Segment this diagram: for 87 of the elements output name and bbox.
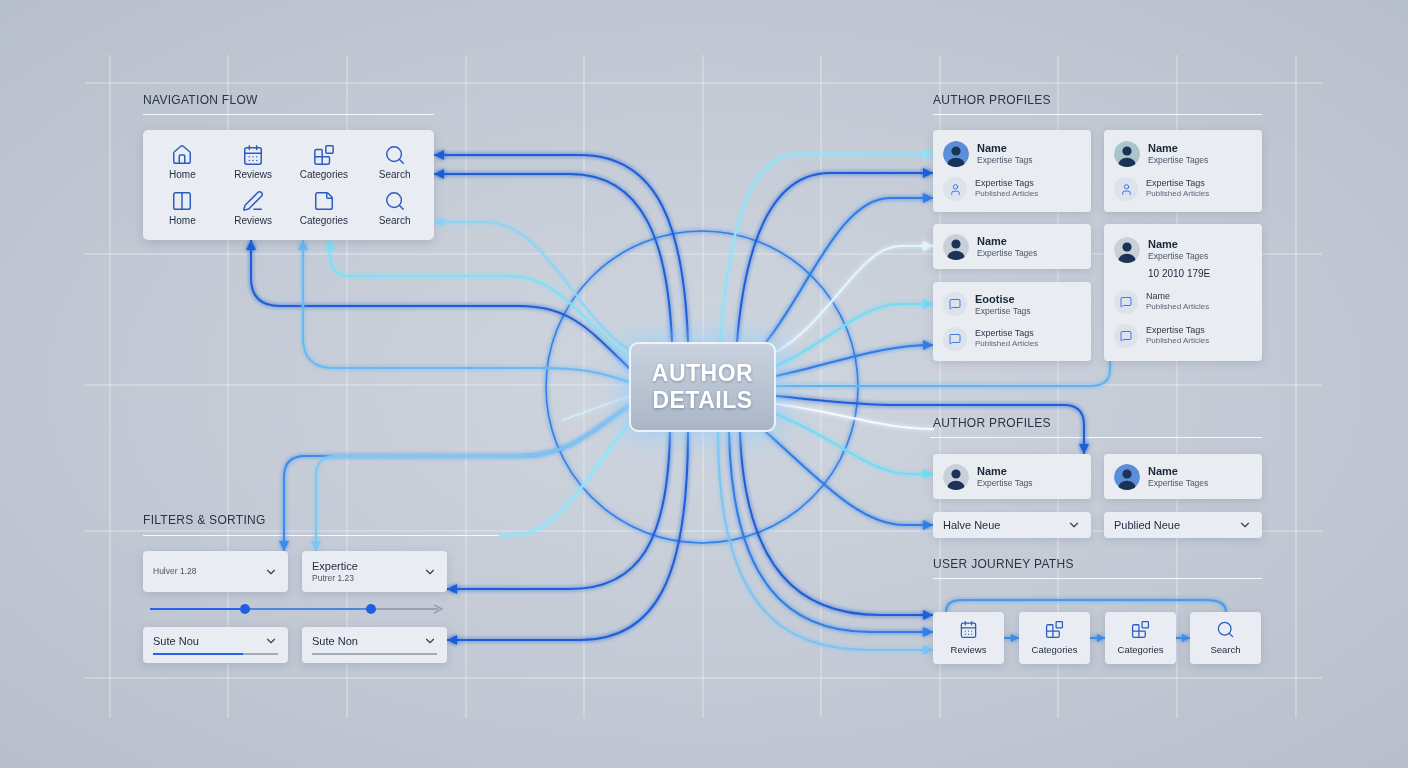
card-text: 10 2010 179E — [1148, 268, 1211, 280]
card-text: Expertise Tages — [977, 247, 1038, 259]
card-text: Published Articles — [975, 339, 1039, 349]
card-text: Expertise Tages — [1148, 251, 1210, 262]
card-text: Expertise Tags — [977, 155, 1033, 166]
profile-card — [1104, 454, 1262, 499]
nav-label: Categories — [299, 168, 349, 181]
card-text: Published Articles — [1146, 336, 1210, 346]
nav-label: Reviews — [234, 168, 272, 181]
card-title: Expertise Tags — [975, 178, 1035, 189]
profile-card — [933, 454, 1091, 499]
dropdown-select: Publied Neue — [1104, 512, 1262, 538]
profile-card — [1104, 130, 1262, 212]
step-label: Categories — [1031, 644, 1078, 656]
dropdown-select: Sute Non — [302, 627, 447, 663]
arrow — [1175, 634, 1191, 642]
card-title: Expertise Tags — [975, 328, 1035, 339]
hub-box — [629, 342, 776, 432]
nav-label: Search — [378, 168, 411, 181]
arrow — [446, 431, 689, 645]
card-title: Name — [1146, 291, 1171, 302]
card-title: Name — [977, 142, 1008, 155]
arrow — [775, 395, 1089, 455]
arrow — [1089, 634, 1106, 642]
nav-label: Home — [169, 168, 196, 181]
card-title: Name — [1148, 142, 1179, 155]
dropdown-select: Hulver 1.28 — [143, 551, 288, 592]
hub-title: AUTHOR DETAILS — [650, 360, 755, 414]
card-text: Expertise Tages — [1148, 155, 1209, 166]
arrow — [736, 168, 934, 343]
card-title: Eootise — [975, 293, 1016, 306]
journey-step — [1190, 612, 1261, 664]
arrow — [298, 239, 630, 383]
nav-panel — [143, 130, 434, 240]
arrow — [719, 149, 934, 343]
arrow — [775, 299, 934, 367]
card-title: Expertise Tags — [1146, 178, 1206, 189]
card-text: Published Articles — [975, 189, 1039, 199]
dropdown-select: Sute Nou — [143, 627, 288, 663]
arrow — [246, 239, 630, 369]
card-text: Published Articles — [1146, 302, 1210, 312]
nav-label: Reviews — [234, 214, 272, 227]
arrow — [325, 239, 630, 359]
arrow — [433, 150, 689, 343]
connector-line — [945, 599, 1227, 613]
card-title: Name — [977, 464, 1008, 478]
card-text: Expertise Tags — [975, 306, 1031, 317]
step-label: Categories — [1117, 644, 1164, 656]
section-heading: AUTHOR PROFILES — [933, 93, 1051, 108]
nav-label: Home — [169, 214, 196, 227]
profile-card — [1104, 224, 1262, 361]
connector-line — [775, 403, 934, 430]
card-text: Expertise Tags — [977, 477, 1033, 489]
section-heading: NAVIGATION FLOW — [143, 93, 258, 108]
section-heading: USER JOURNEY PATHS — [933, 557, 1074, 572]
arrow — [433, 217, 630, 351]
arrow — [775, 413, 934, 479]
arrow — [1003, 634, 1020, 642]
card-title: Name — [1148, 464, 1179, 478]
profile-card — [933, 282, 1091, 361]
journey-step — [1019, 612, 1090, 664]
nav-label: Search — [378, 214, 411, 227]
card-title: Name — [977, 234, 1008, 248]
arrow — [765, 193, 934, 343]
card-title: Name — [1148, 238, 1179, 251]
arrow — [775, 241, 934, 353]
arrow — [775, 340, 934, 377]
card-text: Expertise Tages — [1148, 477, 1209, 489]
profile-card — [933, 130, 1091, 212]
arrow — [433, 169, 673, 343]
connector-line — [562, 395, 630, 421]
dropdown-select: Halve Neue — [933, 512, 1091, 538]
step-label: Reviews — [950, 644, 987, 656]
section-heading: FILTERS & SORTING — [143, 513, 266, 528]
connector-line — [499, 423, 630, 536]
card-title: Expertise Tags — [1146, 325, 1206, 336]
arrow — [765, 431, 934, 530]
arrow — [446, 431, 671, 594]
dropdown-select: Expertice Putrer 1.23 — [302, 551, 447, 592]
step-label: Search — [1210, 644, 1241, 656]
card-text: Published Articles — [1146, 189, 1210, 199]
journey-step — [1105, 612, 1176, 664]
connector-line — [775, 360, 1111, 387]
section-heading: AUTHOR PROFILES — [933, 416, 1051, 431]
journey-step — [933, 612, 1004, 664]
profile-card — [933, 224, 1091, 269]
nav-label: Categories — [299, 214, 349, 227]
